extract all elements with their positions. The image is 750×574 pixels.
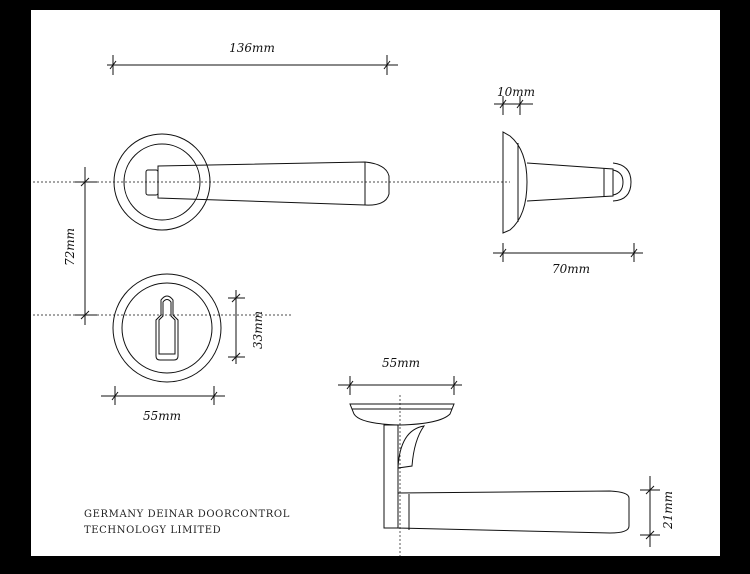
- dim-55-left-lines: [101, 386, 225, 405]
- company-line-1: GERMANY DEINAR DOORCONTROL: [84, 509, 290, 520]
- dim-136-lines: [107, 55, 398, 75]
- label-33: 33mm: [251, 311, 265, 349]
- front-rose-handle: [113, 133, 390, 231]
- label-55-bottom: 55mm: [382, 356, 420, 370]
- dim-21-lines: [640, 476, 660, 547]
- drawing-sheet: [31, 10, 720, 556]
- dim-33-lines: [228, 290, 245, 364]
- company-line-2: TECHNOLOGY LIMITED: [84, 525, 222, 536]
- label-70: 70mm: [552, 262, 590, 276]
- dim-70-lines: [493, 243, 643, 262]
- label-72: 72mm: [63, 228, 77, 266]
- dim-55-bottom-lines: [338, 376, 462, 395]
- bottom-view-handle: [349, 403, 630, 534]
- label-136: 136mm: [229, 41, 275, 55]
- label-10: 10mm: [497, 85, 535, 99]
- keyhole-rose: [112, 273, 222, 383]
- label-55-left: 55mm: [143, 409, 181, 423]
- label-21: 21mm: [661, 491, 675, 530]
- dim-72-lines: [75, 167, 97, 325]
- side-view-handle: [502, 131, 632, 234]
- dim-10-lines: [494, 96, 533, 115]
